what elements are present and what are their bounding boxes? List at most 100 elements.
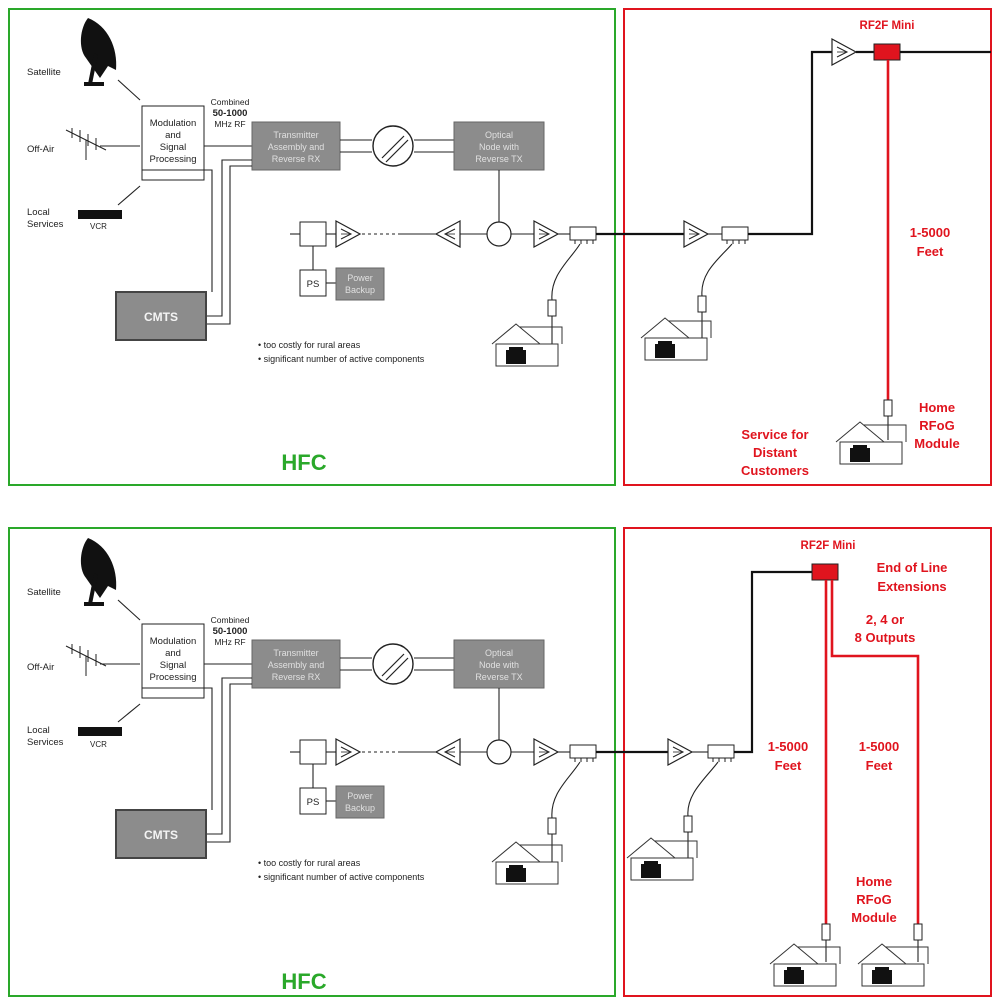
amplifier-icon: [667, 738, 693, 766]
panel-bottom: Satellite Off-Air Local Services VCR Mod…: [8, 527, 992, 997]
optical-node-line3: Reverse TX: [475, 672, 522, 682]
distance-value: 1-5000: [910, 225, 950, 240]
optical-node-line2: Node with: [479, 142, 519, 152]
power-inserter: [299, 221, 327, 247]
amplifier-icon: [335, 220, 361, 248]
rf2f-mini-label: RF2F Mini: [801, 540, 856, 552]
rfog-frame: [623, 527, 992, 997]
power-backup-line2: Backup: [345, 803, 375, 813]
hfc-frame: [8, 8, 616, 486]
power-inserter: [299, 739, 327, 765]
transmitter-line2: Assembly and: [268, 142, 325, 152]
hfc-label: HFC: [281, 450, 326, 475]
modulation-block: [141, 105, 205, 181]
rfog-fiber-line-b: [830, 580, 920, 924]
cmts-label: CMTS: [144, 310, 178, 324]
node-circle: [486, 221, 512, 247]
note-1: • too costly for rural areas: [258, 858, 361, 868]
note-2: • significant number of active component…: [258, 354, 425, 364]
optical-node-line2: Node with: [479, 660, 519, 670]
outputs-line2: 8 Outputs: [855, 630, 916, 645]
power-backup-block: [335, 267, 385, 301]
local-label: Local: [27, 725, 50, 736]
power-backup-block: [335, 785, 385, 819]
amplifier-icon: [435, 220, 461, 248]
home-module-line3: Module: [914, 436, 960, 451]
note-1: • too costly for rural areas: [258, 340, 361, 350]
optical-node-line1: Optical: [485, 130, 513, 140]
vcr-icon: [78, 210, 122, 219]
satellite-dish-icon: [78, 16, 119, 86]
tap-icon: [707, 744, 735, 763]
optical-node-block: [453, 121, 545, 171]
outputs-line1: 2, 4 or: [866, 612, 904, 627]
distance-b-value: 1-5000: [859, 739, 899, 754]
transmitter-line3: Reverse RX: [272, 154, 321, 164]
services-label: Services: [27, 219, 64, 230]
distance-b-unit: Feet: [866, 758, 893, 773]
power-backup-line2: Backup: [345, 285, 375, 295]
transmitter-line1: Transmitter: [273, 648, 318, 658]
end-of-line-line2: Extensions: [877, 579, 946, 594]
optical-node-block: [453, 639, 545, 689]
home-module-line2: RFoG: [856, 892, 891, 907]
fiber-converter-icon: [372, 125, 414, 167]
cmts-block: [115, 291, 207, 341]
home-module-line3: Module: [851, 910, 897, 925]
service-line2: Distant: [753, 445, 798, 460]
service-line1: Service for: [741, 427, 808, 442]
amplifier-icon: [533, 220, 559, 248]
amplifier-icon: [533, 738, 559, 766]
modulation-line2: and: [165, 130, 181, 141]
service-line3: Customers: [741, 463, 809, 478]
rf2f-mini-device: [811, 563, 839, 581]
home-module-line1: Home: [856, 874, 892, 889]
ps-block: [299, 269, 327, 297]
combined-line3: MHz RF: [214, 119, 245, 129]
off-air-label: Off-Air: [27, 144, 54, 155]
amplifier-icon: [831, 38, 857, 66]
off-air-label: Off-Air: [27, 662, 54, 673]
transmitter-block: [251, 639, 341, 689]
distance-unit: Feet: [917, 244, 944, 259]
power-backup-line1: Power: [347, 273, 373, 283]
home-module-line2: RFoG: [919, 418, 954, 433]
transmitter-block: [251, 121, 341, 171]
cmts-block: [115, 809, 207, 859]
antenna-icon: [65, 127, 107, 161]
house-icon: [626, 837, 698, 881]
satellite-label: Satellite: [27, 67, 61, 78]
house-icon: [640, 317, 712, 361]
combined-line3: MHz RF: [214, 637, 245, 647]
hfc-label: HFC: [281, 969, 326, 994]
modulation-line1: Modulation: [150, 118, 196, 129]
ps-label: PS: [307, 279, 320, 290]
modulation-line4: Processing: [150, 154, 197, 165]
distance-a-value: 1-5000: [768, 739, 808, 754]
amplifier-icon: [335, 738, 361, 766]
house-icon: [835, 421, 907, 465]
tap-icon: [569, 226, 597, 245]
transmitter-line3: Reverse RX: [272, 672, 321, 682]
power-backup-line1: Power: [347, 791, 373, 801]
antenna-icon: [65, 643, 107, 677]
cmts-label: CMTS: [144, 828, 178, 842]
modulation-line3: Signal: [160, 142, 186, 153]
optical-node-line1: Optical: [485, 648, 513, 658]
ps-block: [299, 787, 327, 815]
combined-line2: 50-1000: [213, 626, 248, 637]
services-label: Services: [27, 737, 64, 748]
house-icon: [769, 943, 841, 987]
home-module-line1: Home: [919, 400, 955, 415]
end-of-line-line1: End of Line: [877, 560, 948, 575]
vcr-icon: [78, 727, 122, 736]
tap-icon: [569, 744, 597, 763]
modulation-line4: Processing: [150, 672, 197, 683]
local-label: Local: [27, 207, 50, 218]
combined-line1: Combined: [211, 97, 250, 107]
combined-line2: 50-1000: [213, 108, 248, 119]
vcr-label: VCR: [90, 740, 107, 749]
note-2: • significant number of active component…: [258, 872, 425, 882]
satellite-dish-icon: [78, 536, 119, 606]
